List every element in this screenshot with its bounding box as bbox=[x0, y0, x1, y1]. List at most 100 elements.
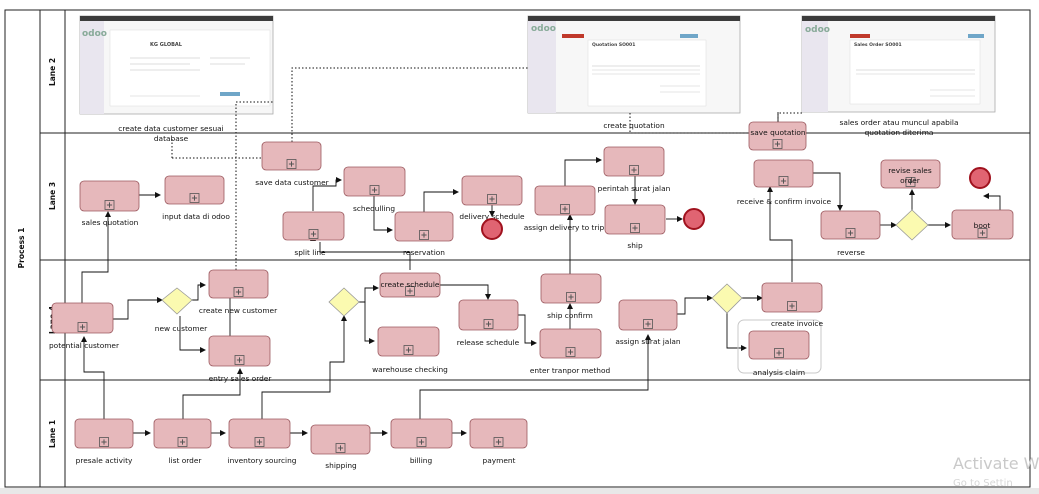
task-payment[interactable] bbox=[469, 418, 528, 449]
task-entrysales[interactable] bbox=[208, 335, 271, 367]
task-assignsurat[interactable] bbox=[618, 299, 678, 331]
task-label-salesquot: sales quotation bbox=[82, 218, 139, 227]
task-invsourcing[interactable] bbox=[228, 418, 291, 449]
task-ship[interactable] bbox=[604, 204, 666, 235]
task-label-boot: boot bbox=[974, 221, 991, 230]
activation-watermark-hint: Go to Settin bbox=[953, 478, 1013, 489]
task-box[interactable] bbox=[208, 335, 271, 367]
task-label-assigndelivery: assign delivery to trip bbox=[524, 223, 605, 232]
task-reservation[interactable] bbox=[394, 211, 454, 242]
task-box[interactable] bbox=[343, 166, 406, 197]
task-savedata[interactable] bbox=[261, 141, 322, 171]
task-potential[interactable] bbox=[51, 302, 114, 334]
task-box[interactable] bbox=[748, 121, 807, 151]
task-box[interactable] bbox=[377, 326, 440, 357]
lane-label-lane3: Lane 3 bbox=[48, 182, 57, 210]
task-schedulling[interactable] bbox=[343, 166, 406, 197]
task-box[interactable] bbox=[228, 418, 291, 449]
task-receiveconfirm[interactable] bbox=[753, 159, 814, 188]
task-box[interactable] bbox=[880, 159, 941, 189]
task-box[interactable] bbox=[753, 159, 814, 188]
task-box[interactable] bbox=[761, 282, 823, 313]
task-box[interactable] bbox=[153, 418, 212, 449]
task-inputdata[interactable] bbox=[164, 175, 225, 205]
gateway-schedule[interactable] bbox=[328, 287, 360, 317]
task-label-shipping: shipping bbox=[325, 461, 357, 470]
task-box[interactable] bbox=[604, 204, 666, 235]
gateway-invoice[interactable] bbox=[711, 283, 743, 314]
task-label-reservation: reservation bbox=[403, 248, 445, 257]
task-deliverysched[interactable] bbox=[461, 175, 523, 206]
end-event-ship[interactable] bbox=[683, 208, 705, 230]
task-box[interactable] bbox=[539, 328, 602, 359]
task-label-schedulling: schedulling bbox=[353, 204, 395, 213]
sales-order-title: Sales Order SO001 bbox=[854, 42, 902, 48]
task-box[interactable] bbox=[394, 211, 454, 242]
lane-label-lane1: Lane 1 bbox=[48, 420, 57, 448]
task-label-analysisclaim: analysis claim bbox=[753, 368, 805, 377]
task-label-entertransport: enter tranpor method bbox=[530, 366, 611, 375]
task-label-warehouse: warehouse checking bbox=[372, 365, 448, 374]
task-box[interactable] bbox=[469, 418, 528, 449]
task-reverse[interactable] bbox=[820, 210, 881, 240]
task-box[interactable] bbox=[79, 180, 140, 212]
lane-label-lane2: Lane 2 bbox=[48, 58, 57, 86]
annotation-sales-order-line1: sales order atau muncul apabila bbox=[839, 118, 958, 127]
task-assigndelivery[interactable] bbox=[534, 185, 596, 216]
task-box[interactable] bbox=[618, 299, 678, 331]
task-createinvoice[interactable] bbox=[761, 282, 823, 313]
task-box[interactable] bbox=[820, 210, 881, 240]
screenshot-sales-order: odoo Sales Order SO001 bbox=[801, 15, 996, 113]
task-presale[interactable] bbox=[74, 418, 134, 449]
screenshot-customer-form: odoo KG GLOBAL bbox=[79, 15, 274, 115]
task-warehouse[interactable] bbox=[377, 326, 440, 357]
task-box[interactable] bbox=[951, 209, 1014, 240]
task-createsched[interactable] bbox=[379, 272, 441, 298]
task-label-listorder: list order bbox=[169, 456, 203, 465]
bottom-scrollbar[interactable] bbox=[0, 488, 1039, 494]
activation-watermark: Activate W bbox=[953, 454, 1039, 473]
task-salesquot[interactable] bbox=[79, 180, 140, 212]
odoo-logo: odoo bbox=[805, 25, 830, 35]
task-box[interactable] bbox=[208, 269, 269, 299]
task-box[interactable] bbox=[261, 141, 322, 171]
task-box[interactable] bbox=[310, 424, 371, 455]
task-box[interactable] bbox=[603, 146, 665, 177]
task-shipconfirm[interactable] bbox=[540, 273, 602, 304]
task-perintah[interactable] bbox=[603, 146, 665, 177]
task-box[interactable] bbox=[379, 272, 441, 298]
task-boot[interactable] bbox=[951, 209, 1014, 240]
gateway-reverse[interactable] bbox=[895, 209, 929, 241]
task-box[interactable] bbox=[390, 418, 453, 449]
task-box[interactable] bbox=[164, 175, 225, 205]
task-box[interactable] bbox=[540, 273, 602, 304]
task-box[interactable] bbox=[282, 211, 345, 241]
task-box[interactable] bbox=[534, 185, 596, 216]
task-listorder[interactable] bbox=[153, 418, 212, 449]
task-createnew[interactable] bbox=[208, 269, 269, 299]
task-releasesched[interactable] bbox=[458, 299, 519, 331]
task-savequot[interactable] bbox=[748, 121, 807, 151]
task-box[interactable] bbox=[74, 418, 134, 449]
pool-label: Process 1 bbox=[17, 228, 26, 269]
task-revisesales[interactable] bbox=[880, 159, 941, 189]
end-event-delivery[interactable] bbox=[481, 218, 503, 240]
annotations: create data customer sesuai database cre… bbox=[118, 118, 958, 143]
task-analysisclaim[interactable] bbox=[748, 330, 810, 360]
task-billing[interactable] bbox=[390, 418, 453, 449]
end-event-boot[interactable] bbox=[969, 167, 991, 189]
task-box[interactable] bbox=[748, 330, 810, 360]
task-splitline[interactable] bbox=[282, 211, 345, 241]
task-label-savedata: save data customer bbox=[255, 178, 329, 187]
task-shipping[interactable] bbox=[310, 424, 371, 455]
gateway-label-new-customer: new customer bbox=[155, 324, 208, 333]
task-box[interactable] bbox=[461, 175, 523, 206]
task-box[interactable] bbox=[51, 302, 114, 334]
gateway-new-customer[interactable] bbox=[161, 287, 193, 315]
associations bbox=[171, 67, 802, 270]
task-box[interactable] bbox=[458, 299, 519, 331]
end-events bbox=[481, 167, 991, 240]
task-entertransport[interactable] bbox=[539, 328, 602, 359]
task-label-splitline: split line bbox=[294, 248, 326, 257]
